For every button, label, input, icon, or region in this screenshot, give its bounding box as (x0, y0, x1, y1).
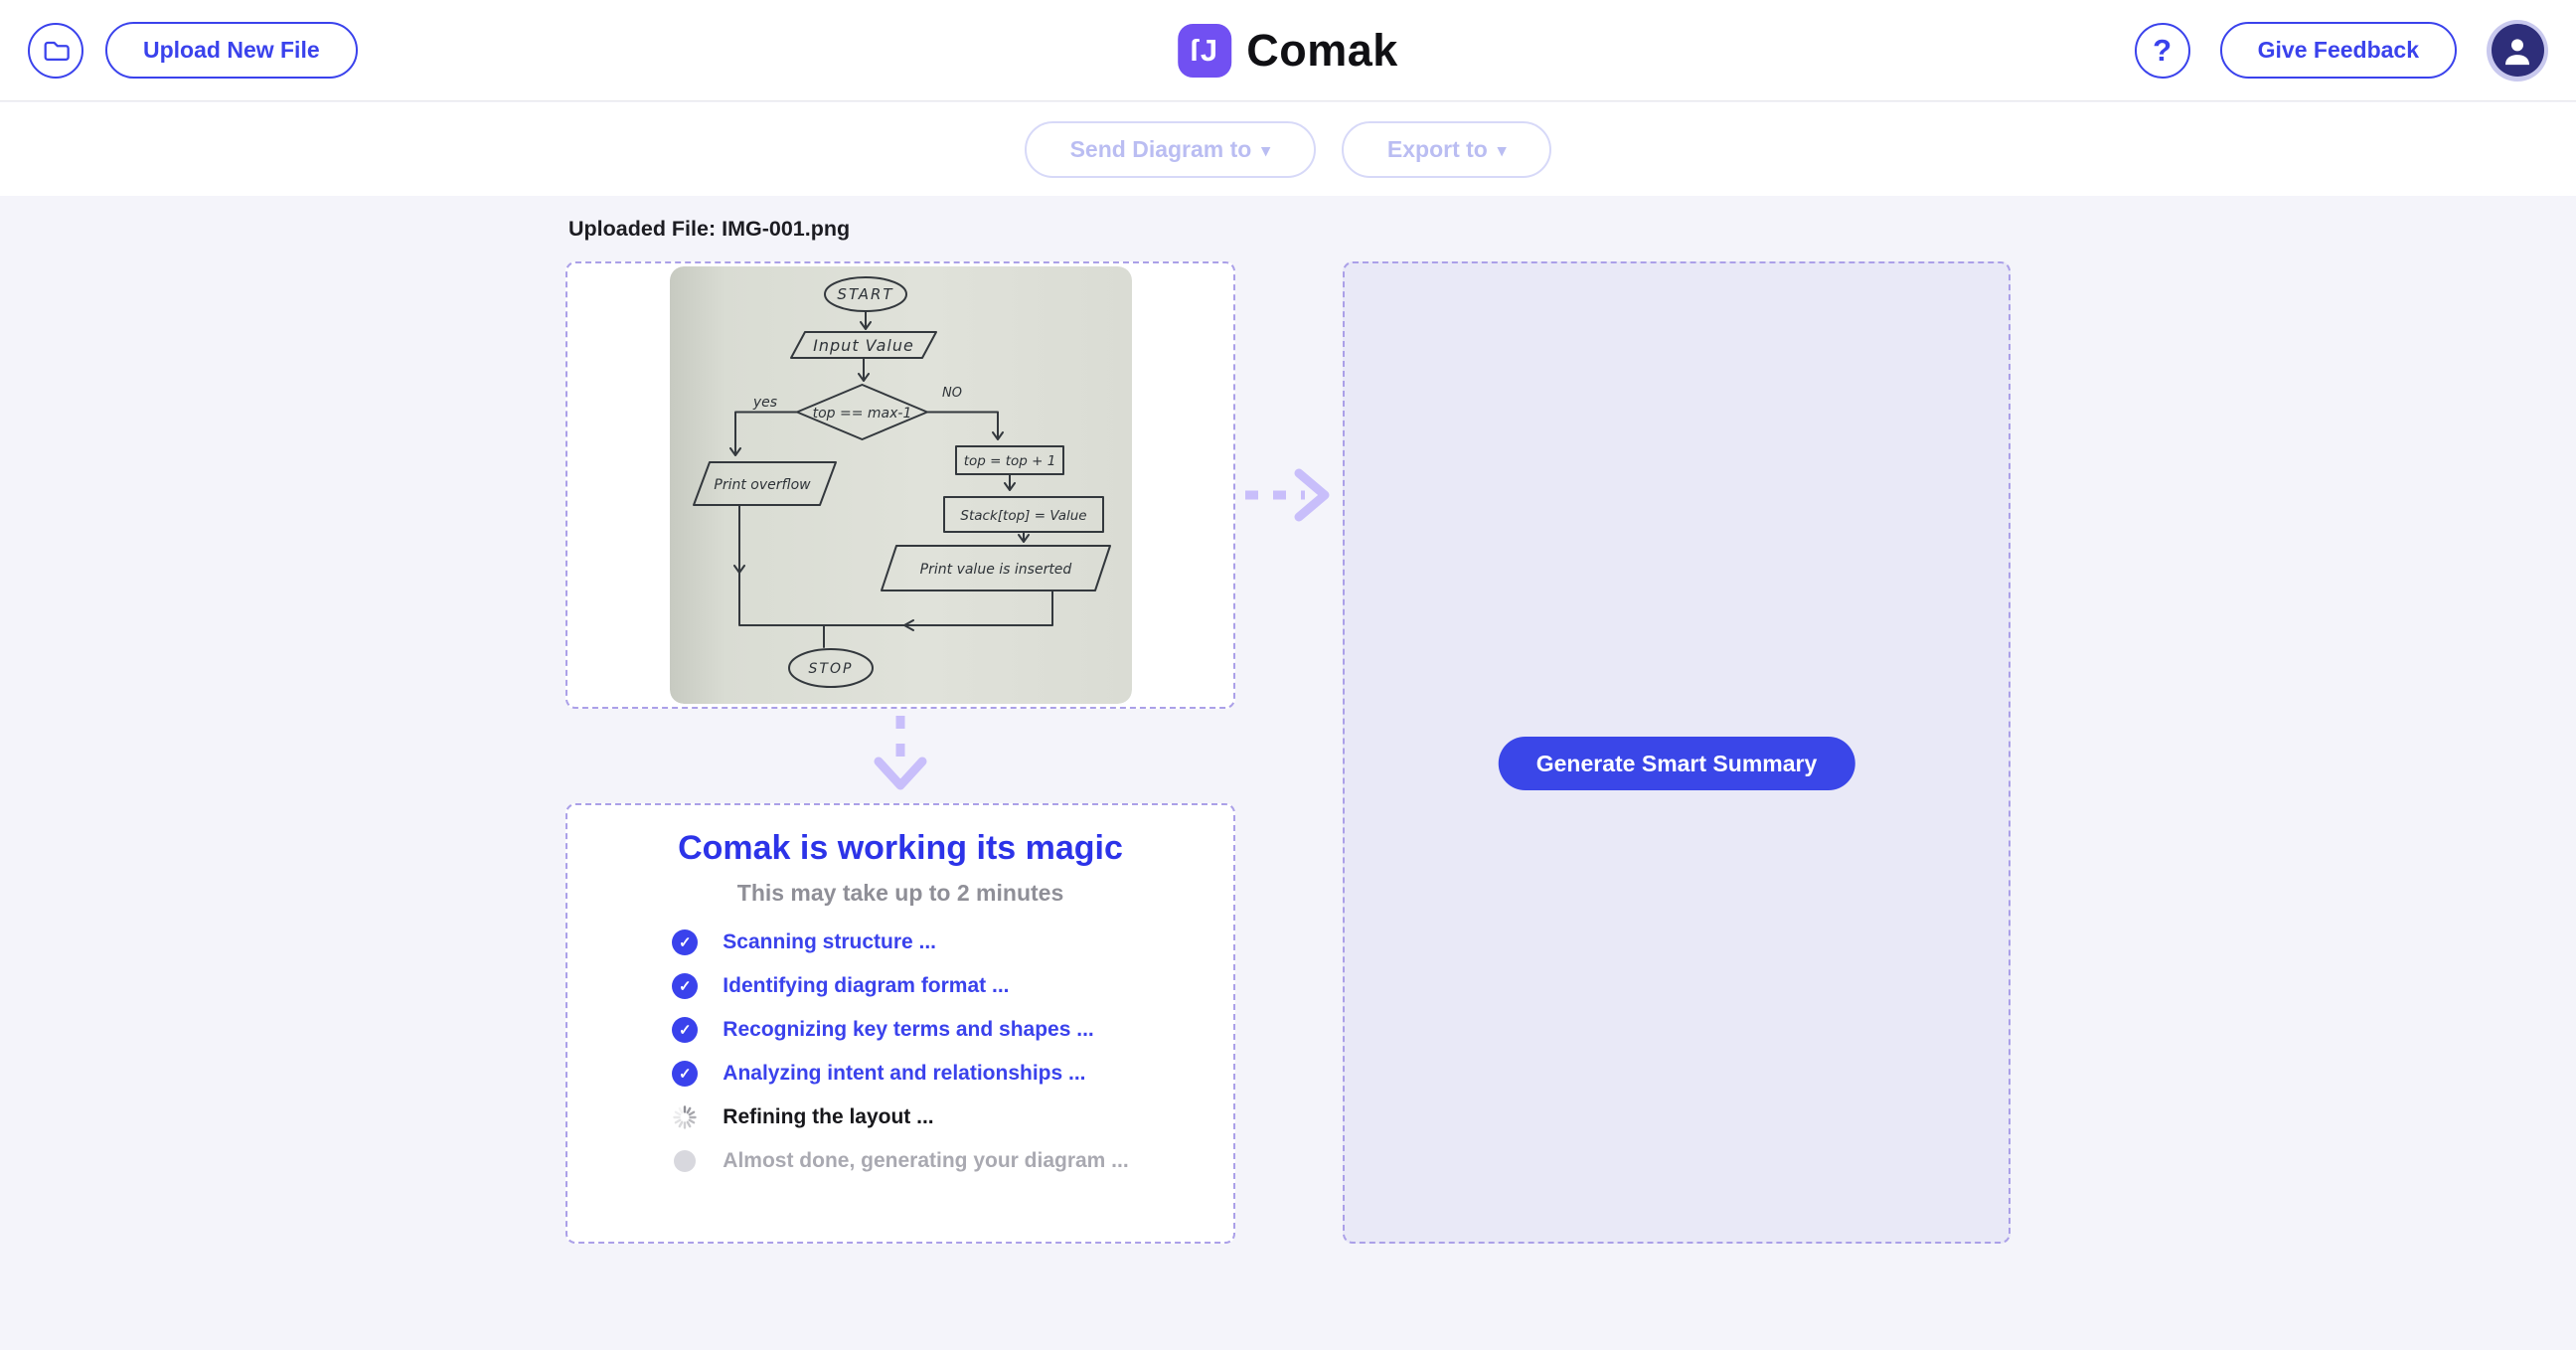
uploaded-image-panel: START Input Value top == max-1 yes NO Pr… (565, 261, 1235, 709)
progress-step: ✓ Scanning structure ... (672, 928, 1128, 955)
progress-step: Refining the layout ... (672, 1103, 1128, 1130)
my-files-button[interactable] (28, 22, 83, 79)
diagram-toolbar: Send Diagram to ▾ Export to ▾ (0, 102, 2576, 196)
spinner-icon (673, 1104, 697, 1129)
progress-steps: ✓ Scanning structure ... ✓ Identifying d… (672, 928, 1129, 1174)
progress-step: ✓ Recognizing key terms and shapes ... (672, 1016, 1128, 1043)
give-feedback-button[interactable]: Give Feedback (2219, 22, 2457, 79)
flowchart-increment-label: top = top + 1 (963, 453, 1055, 469)
result-panel: Generate Smart Summary (1343, 261, 2011, 1244)
flowchart-no-label: NO (942, 386, 962, 401)
avatar-ring (2491, 24, 2544, 77)
chevron-down-icon: ▾ (1497, 141, 1507, 160)
flowchart-yes-label: yes (751, 395, 776, 411)
progress-step: Almost done, generating your diagram ... (672, 1147, 1129, 1174)
progress-step-label: Recognizing key terms and shapes ... (723, 1017, 1094, 1041)
flowchart-overflow-label: Print overflow (714, 477, 811, 493)
arrow-down-icon (874, 716, 927, 790)
progress-step: ✓ Analyzing intent and relationships ... (672, 1060, 1128, 1087)
progress-subtitle: This may take up to 2 minutes (736, 880, 1064, 906)
send-diagram-to-dropdown[interactable]: Send Diagram to ▾ (1024, 120, 1316, 178)
progress-step-label: Almost done, generating your diagram ... (723, 1148, 1129, 1172)
comak-logo-icon: ſJ (1178, 23, 1232, 78)
header-right-group: ? Give Feedback (2134, 19, 2548, 82)
progress-step-label: Scanning structure ... (723, 929, 937, 953)
upload-new-file-button[interactable]: Upload New File (105, 22, 358, 79)
help-button[interactable]: ? (2134, 22, 2190, 79)
flowchart-start-label: START (837, 285, 893, 303)
flowchart-stop-label: STOP (808, 661, 853, 677)
flowchart-assign-label: Stack[top] = Value (960, 508, 1086, 524)
progress-step-label: Identifying diagram format ... (723, 973, 1010, 997)
check-icon: ✓ (672, 1016, 699, 1043)
person-icon (2505, 38, 2529, 65)
uploaded-file-label: Uploaded File: IMG-001.png (568, 217, 851, 241)
flowchart-decision-label: top == max-1 (812, 406, 911, 422)
check-icon: ✓ (672, 972, 699, 999)
progress-panel: Comak is working its magic This may take… (565, 803, 1235, 1244)
brand-name: Comak (1246, 24, 1398, 76)
pending-dot-icon (674, 1149, 697, 1172)
send-diagram-to-label: Send Diagram to (1069, 135, 1252, 162)
progress-step: ✓ Identifying diagram format ... (672, 972, 1128, 999)
arrow-right-icon (1245, 468, 1330, 522)
chevron-down-icon: ▾ (1261, 141, 1270, 160)
question-mark-icon: ? (2153, 33, 2173, 68)
progress-step-label: Refining the layout ... (723, 1104, 934, 1128)
flowchart-inserted-label: Print value is inserted (919, 562, 1071, 578)
export-to-label: Export to (1386, 135, 1488, 162)
header-left-group: Upload New File (28, 22, 358, 79)
flowchart-input-label: Input Value (813, 336, 914, 355)
check-icon: ✓ (672, 928, 699, 955)
folder-icon (44, 41, 70, 61)
progress-title: Comak is working its magic (678, 829, 1123, 867)
brand-logo[interactable]: ſJ Comak (1178, 23, 1398, 78)
uploaded-flowchart-photo: START Input Value top == max-1 yes NO Pr… (669, 266, 1132, 704)
export-to-dropdown[interactable]: Export to ▾ (1341, 120, 1552, 178)
header: Upload New File ſJ Comak ? Give Feedback (0, 0, 2576, 101)
check-icon: ✓ (672, 1060, 699, 1087)
progress-step-label: Analyzing intent and relationships ... (723, 1061, 1086, 1085)
generate-smart-summary-button[interactable]: Generate Smart Summary (1498, 737, 1855, 790)
user-avatar[interactable] (2487, 19, 2548, 82)
